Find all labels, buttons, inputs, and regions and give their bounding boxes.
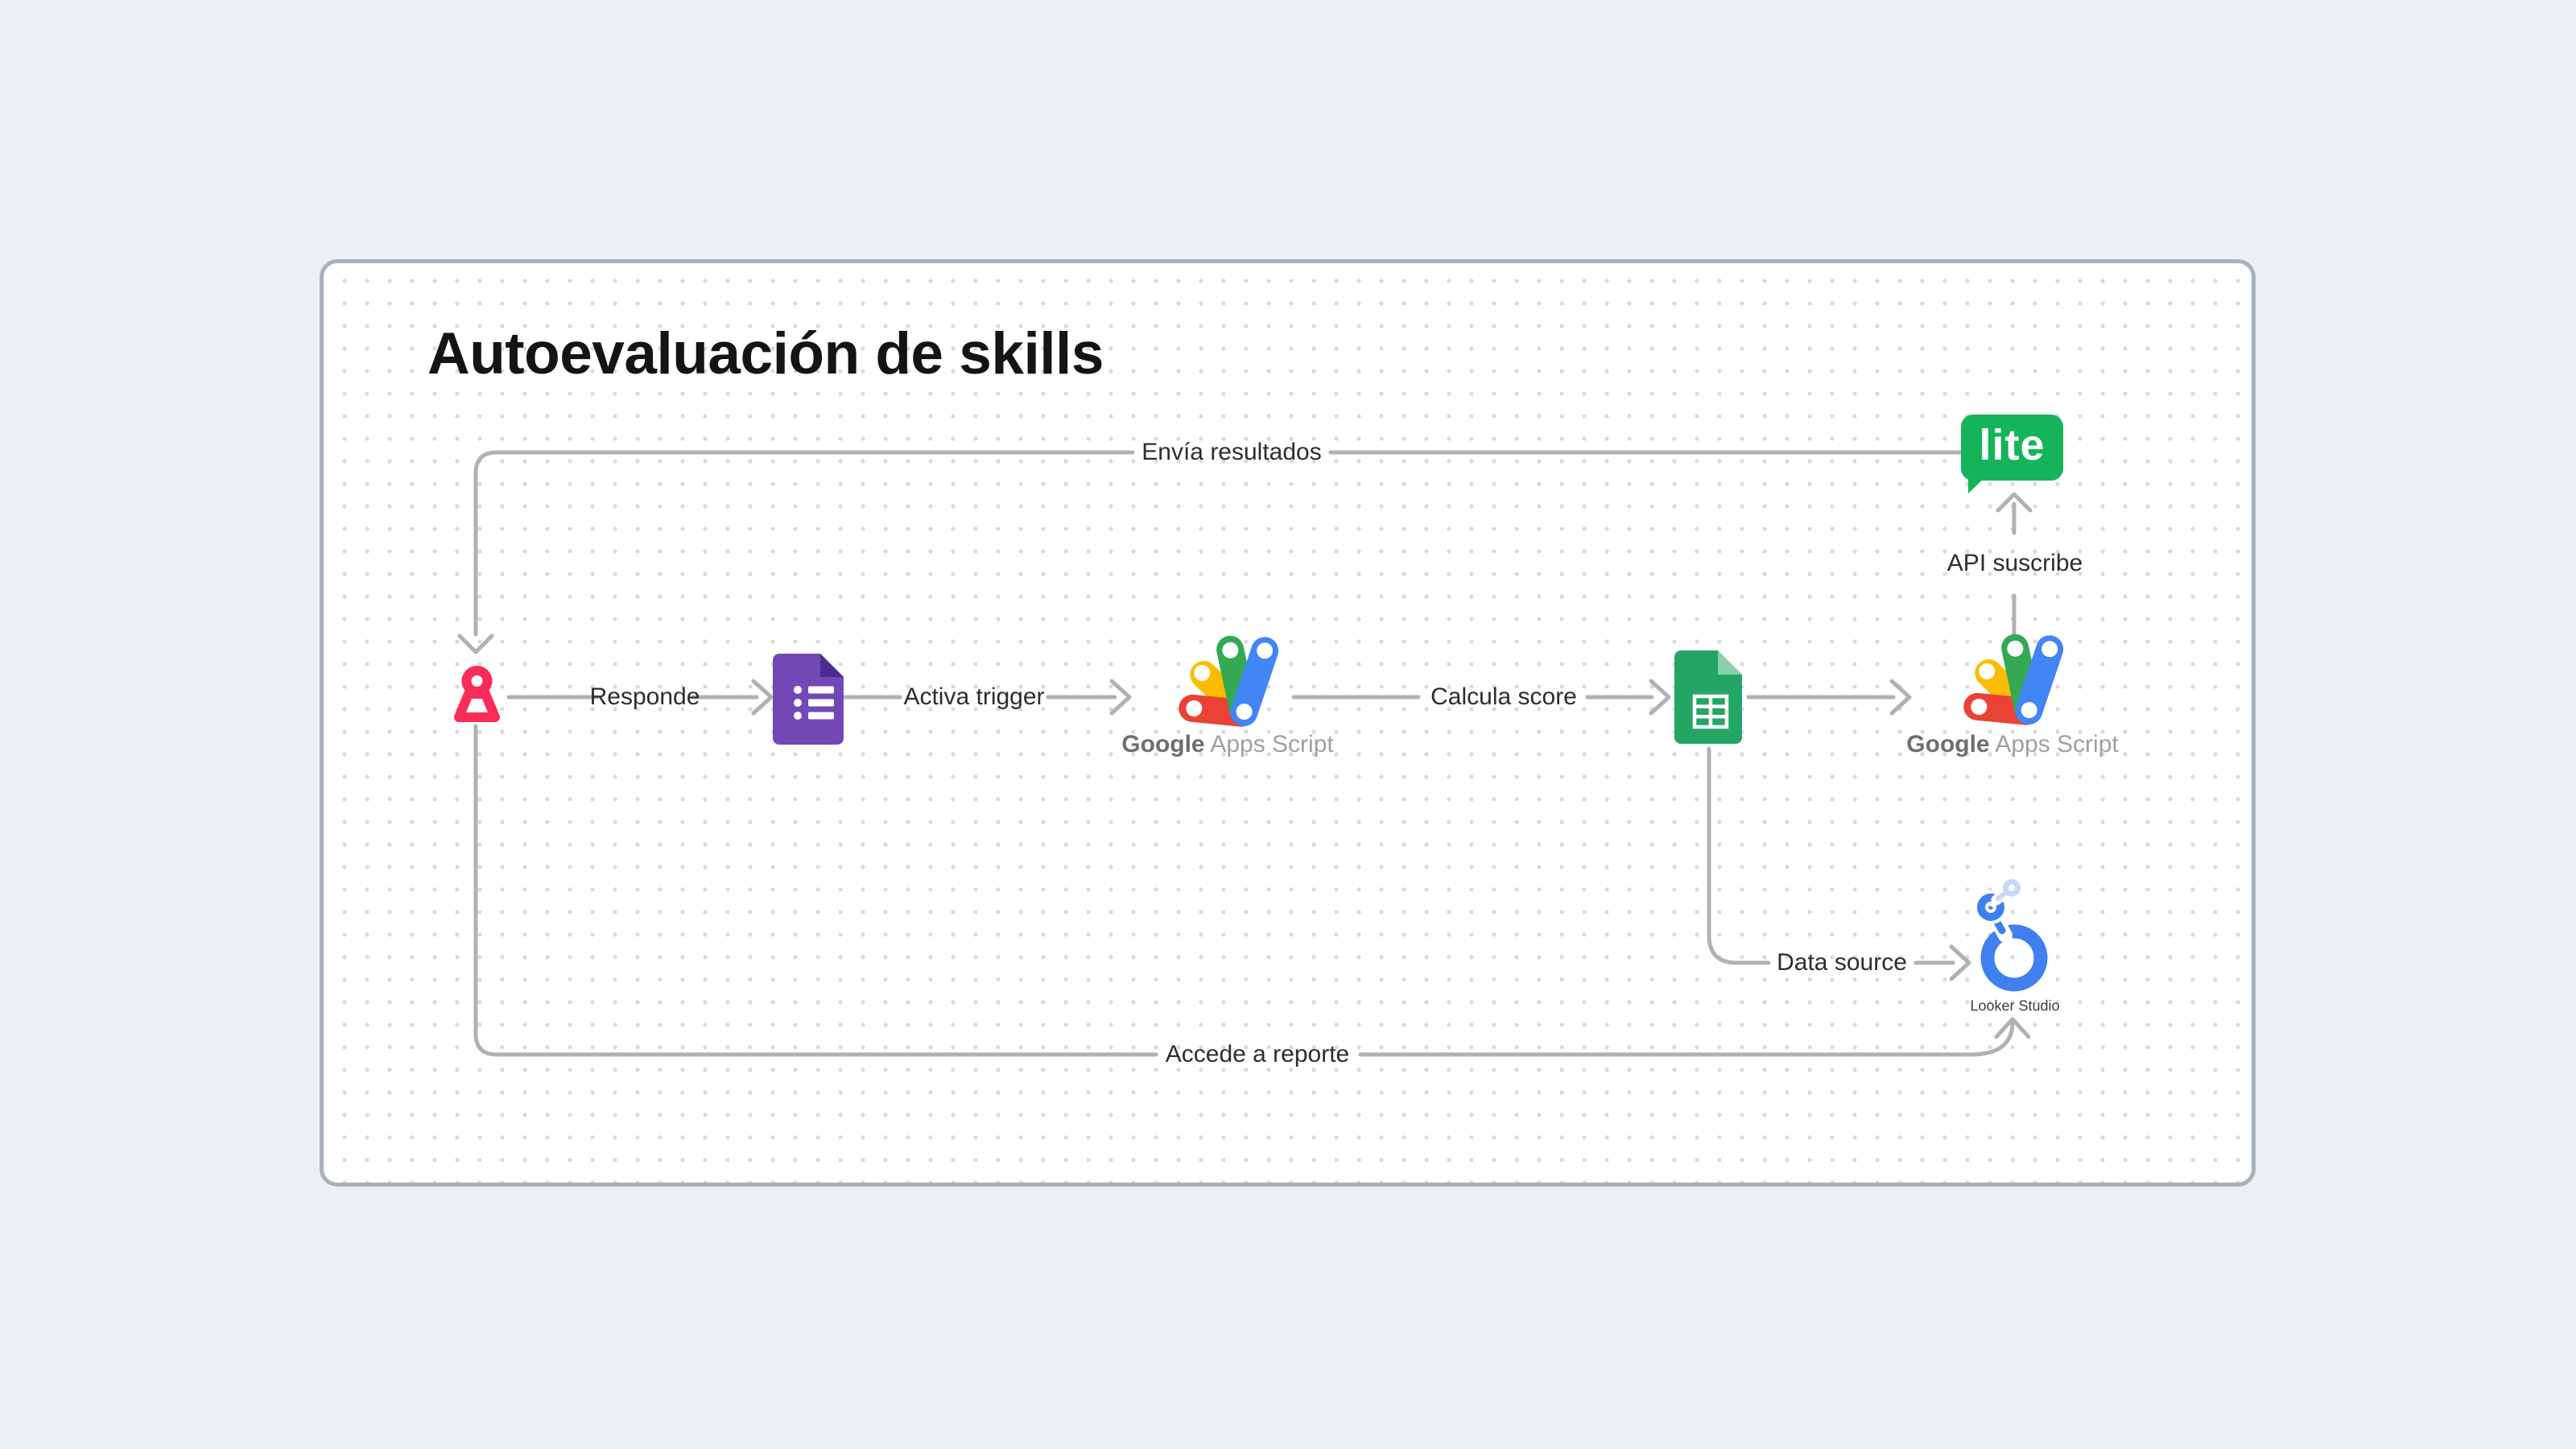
edge-label-activa-trigger: Activa trigger — [903, 683, 1045, 710]
edge-label-envia-resultados: Envía resultados — [1141, 439, 1322, 465]
apps-script-label-1: Google Apps Script — [1121, 731, 1334, 758]
mailerlite-icon[interactable] — [1961, 413, 2066, 497]
edge-label-calcula-score: Calcula score — [1430, 683, 1577, 710]
edge-label-responde: Responde — [589, 683, 700, 710]
mailerlite-wordmark: lite — [1979, 421, 2046, 469]
looker-studio-label: Looker Studio — [1970, 997, 2060, 1014]
page-title: Autoevaluación de skills — [427, 321, 1104, 386]
apps-script-icon-2[interactable] — [1952, 626, 2073, 725]
edge-label-accede-a-reporte: Accede a reporte — [1165, 1041, 1350, 1067]
edge-label-data-source: Data source — [1777, 949, 1907, 976]
google-forms-icon[interactable] — [773, 654, 844, 745]
google-sheets-icon[interactable] — [1674, 650, 1742, 744]
user-person-icon[interactable] — [439, 660, 515, 733]
looker-studio-icon[interactable] — [1948, 861, 2085, 998]
apps-script-icon-1[interactable] — [1167, 628, 1288, 727]
edge-label-api-suscribe: API suscribe — [1946, 550, 2083, 576]
apps-script-label-2: Google Apps Script — [1906, 731, 2119, 758]
